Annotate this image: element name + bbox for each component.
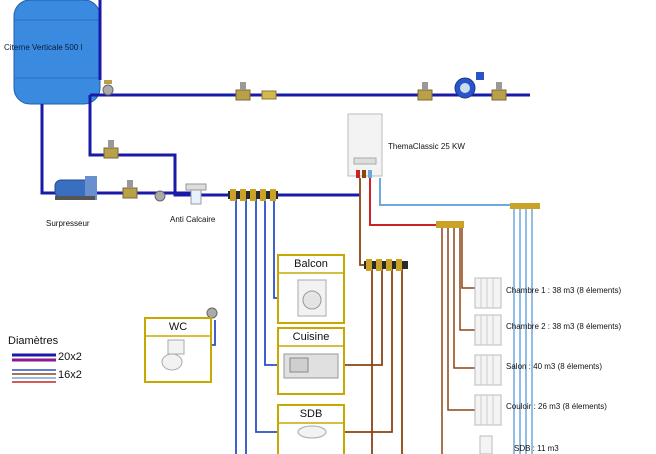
valve-icon <box>261 90 277 100</box>
boiler-label: ThemaClassic 25 KW <box>388 142 465 151</box>
room-title-cuisine: Cuisine <box>292 331 330 343</box>
valve-icon <box>417 82 433 101</box>
radiator-icon <box>474 314 502 346</box>
room-box-balcon <box>277 254 345 324</box>
radiator-label: Chambre 2 : 38 m3 (8 élements) <box>506 322 622 331</box>
valve-icon <box>491 82 507 101</box>
valve-icon <box>206 307 218 319</box>
valve-icon <box>103 140 119 159</box>
heating-manifold-brown <box>438 224 478 454</box>
hot-water-lines <box>340 178 403 454</box>
room-title-sdb: SDB <box>299 408 323 420</box>
room-box-sdb <box>277 404 345 454</box>
tank-label: Citerne Verticale 500 l <box>4 43 83 52</box>
valve-icon <box>102 80 114 96</box>
room-box-wc <box>144 317 212 383</box>
radiator-icon <box>474 277 502 309</box>
room-box-cuisine <box>277 327 345 395</box>
return-branches <box>513 208 533 454</box>
boiler-icon <box>347 113 383 178</box>
heating-supply <box>369 178 440 226</box>
heating-return <box>379 178 512 206</box>
anti-scale-label: Anti Calcaire <box>170 215 216 224</box>
valve-icon <box>154 190 166 202</box>
cold-manifold <box>228 189 278 201</box>
room-title-balcon: Balcon <box>294 258 328 270</box>
cold-water-branches <box>194 197 300 454</box>
legend-size-16x2: 16x2 <box>58 369 82 381</box>
valve-icon <box>235 82 251 101</box>
pump-icon <box>54 176 97 200</box>
legend-lines <box>12 353 56 383</box>
radiator-label: Chambre 1 : 38 m3 (8 élements) <box>506 286 622 295</box>
filter-icon <box>185 183 207 205</box>
water-meter-icon <box>454 72 484 99</box>
room-title-wc: WC <box>168 321 188 333</box>
legend-size-20x2: 20x2 <box>58 351 82 363</box>
radiator-icon <box>474 394 502 426</box>
valve-icon <box>122 180 138 199</box>
radiator-icon <box>474 354 502 386</box>
radiator-label: Salon : 40 m3 (8 élements) <box>506 362 603 371</box>
radiator-label: SDB : 11 m3 <box>514 444 559 453</box>
hot-manifold <box>364 259 408 271</box>
towel-radiator-icon <box>479 435 493 454</box>
legend-title: Diamètres <box>8 335 59 347</box>
heating-manifold <box>436 221 464 228</box>
cold-water-main <box>40 0 530 197</box>
water-tank <box>13 0 101 105</box>
return-manifold <box>510 203 540 209</box>
pump-label: Surpresseur <box>46 219 90 228</box>
radiator-label: Couloir : 26 m3 (8 élements) <box>506 402 607 411</box>
